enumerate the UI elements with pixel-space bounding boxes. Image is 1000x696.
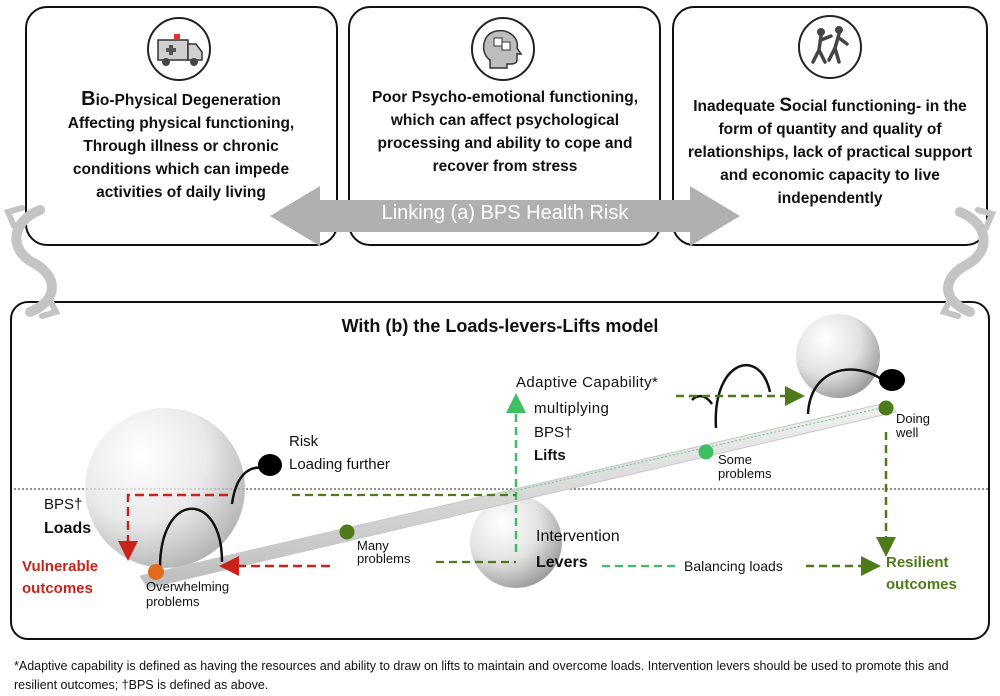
loading-further-label: Loading further xyxy=(289,456,390,473)
bio-title: io-Physical Degeneration xyxy=(95,92,281,109)
left-loop-arrow-icon xyxy=(3,205,61,319)
overwhelming-problems-label-1: Overwhelming xyxy=(146,579,230,594)
bio-description: Affecting physical functioning, Through … xyxy=(67,115,295,201)
social-lead-letter: S xyxy=(779,95,793,116)
bps-lifts-label-1: BPS† xyxy=(534,424,573,441)
bps-loads-label-2: Loads xyxy=(44,520,92,537)
many-problems-label-1: Many xyxy=(357,538,389,553)
lever-green-highlight xyxy=(504,405,891,494)
doing-well-label-1: Doing xyxy=(896,411,930,426)
right-loop-arrow-icon xyxy=(939,207,997,319)
right-bounce-arc-3 xyxy=(691,394,714,405)
social-functioning-text: Inadequate Social functioning- in the fo… xyxy=(686,94,974,210)
some-problems-label-1: Some xyxy=(718,452,752,467)
head-puzzle-icon xyxy=(471,17,535,81)
left-load-sphere xyxy=(85,408,245,568)
social-description: ocial functioning- in the form of quanti… xyxy=(687,98,973,207)
social-prefix: Inadequate xyxy=(693,98,780,115)
bps-link-double-arrow xyxy=(270,186,740,246)
many-problems-label-2: problems xyxy=(357,551,411,566)
some-problems-dot xyxy=(698,444,714,460)
left-bounce-arc-small xyxy=(158,507,224,569)
some-problems-label-2: problems xyxy=(718,466,772,481)
risk-label: Risk xyxy=(289,433,319,450)
bps-lifts-label-2: Lifts xyxy=(534,447,566,464)
people-helping-icon xyxy=(798,15,862,79)
doing-well-label-2: well xyxy=(896,425,919,440)
bio-lead-letter: B xyxy=(81,88,96,110)
left-risk-ball xyxy=(258,454,282,476)
balancing-loads-label: Balancing loads xyxy=(684,558,783,574)
right-bounce-arc-2 xyxy=(806,368,881,415)
right-lift-sphere xyxy=(796,314,880,398)
right-doing-well-ball xyxy=(879,369,905,391)
red-load-arrow xyxy=(118,493,228,561)
psycho-emotional-text: Poor Psycho-emotional functioning, which… xyxy=(362,86,648,178)
bio-physical-text: Bio-Physical Degeneration Affecting phys… xyxy=(50,88,312,204)
intervention-label: Intervention xyxy=(536,528,620,545)
resilient-outcomes-label-2: outcomes xyxy=(886,576,957,593)
ambulance-icon xyxy=(147,17,211,81)
fulcrum-sphere xyxy=(470,496,562,588)
doing-well-dot xyxy=(878,400,894,416)
green-many-problems-link xyxy=(292,493,516,564)
levers-label: Levers xyxy=(536,554,588,571)
panel-title: With (b) the Loads-levers-Lifts model xyxy=(341,316,659,336)
many-problems-dot xyxy=(339,524,355,540)
vulnerable-outcomes-label-1: Vulnerable xyxy=(22,558,99,575)
resilient-outcomes-label-1: Resilient xyxy=(886,554,949,571)
right-bounce-arc-1 xyxy=(714,363,772,429)
multiplying-label: multiplying xyxy=(534,400,610,417)
psycho-description: Poor Psycho-emotional functioning, which… xyxy=(371,89,639,175)
overwhelming-problems-dot xyxy=(148,564,164,580)
adaptive-capability-label: Adaptive Capability* xyxy=(516,374,659,391)
bps-loads-label-1: BPS† xyxy=(44,496,83,513)
vulnerable-outcomes-label-2: outcomes xyxy=(22,580,93,597)
linking-label: Linking (a) BPS Health Risk xyxy=(381,202,629,224)
overwhelming-problems-label-2: problems xyxy=(146,594,200,609)
footnote: *Adaptive capability is defined as havin… xyxy=(14,659,949,692)
